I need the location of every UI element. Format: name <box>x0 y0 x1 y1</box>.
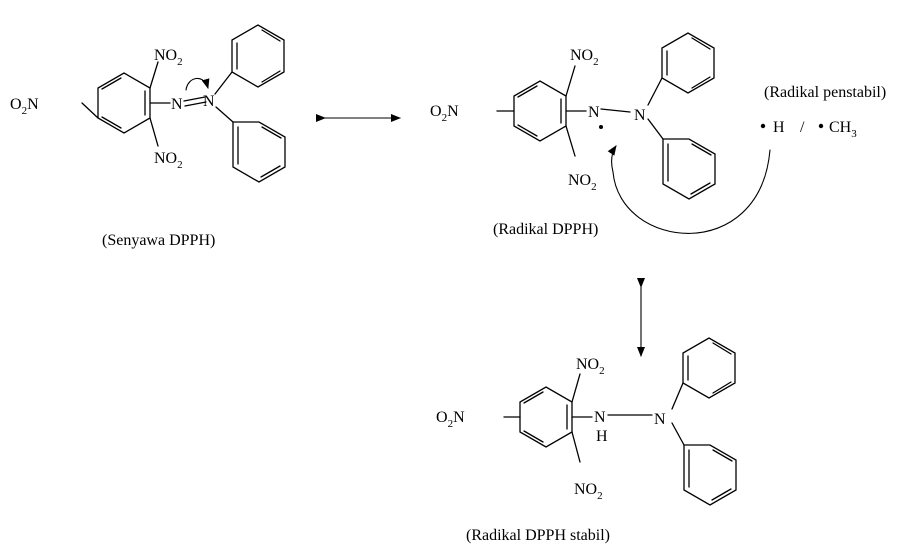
nh-n-label: N <box>594 409 606 426</box>
picryl-ring <box>97 72 151 134</box>
amine-n-label: N <box>634 107 646 124</box>
phenyl-ring-bottom <box>683 444 737 506</box>
ch3-radical-label: CH3 <box>829 119 857 140</box>
picryl-ring <box>513 80 567 142</box>
phenyl-ring-bottom <box>662 138 716 200</box>
no2-top-label: NO2 <box>576 356 605 377</box>
caption-senyawa-dpph: (Senyawa DPPH) <box>102 232 215 249</box>
radical-electron-dot <box>599 125 603 129</box>
h-radical-dot <box>760 123 766 129</box>
no2-top-label: NO2 <box>570 47 599 68</box>
caption-radikal-dpph: (Radikal DPPH) <box>493 221 598 238</box>
azo-n1-label: N <box>171 96 183 113</box>
molecule-senyawa-dpph: NO2 NO2 O2N N N (Senyawa DPPH) <box>10 24 286 249</box>
phenyl-ring-top <box>682 337 736 399</box>
o2n-label: O2N <box>10 96 39 117</box>
slash-separator: / <box>800 119 805 136</box>
nh-h-label: H <box>596 428 608 445</box>
radical-n-label: N <box>588 104 600 121</box>
no2-bottom-label: NO2 <box>154 150 183 171</box>
molecule-radikal-dpph-stabil: NO2 NO2 O2N N H N (Radikal DPPH stabil) <box>436 337 737 544</box>
h-radical-label: H <box>773 119 785 136</box>
azo-n2-label: N <box>203 93 215 110</box>
caption-radikal-penstabil: (Radikal penstabil) <box>764 84 886 101</box>
stabilizer-curved-arrow <box>607 145 771 234</box>
o2n-label: O2N <box>436 409 465 430</box>
amine-n-label: N <box>654 411 666 428</box>
electron-push-arrow <box>185 77 210 91</box>
phenyl-ring-top <box>661 32 715 94</box>
no2-bottom-label: NO2 <box>568 172 597 193</box>
ch3-radical-dot <box>818 123 824 129</box>
stabilizer-group: (Radikal penstabil) H / CH3 <box>760 84 886 140</box>
o2n-label: O2N <box>430 103 459 124</box>
molecule-radikal-dpph: NO2 NO2 O2N N N (Radikal DPPH) <box>430 32 716 238</box>
caption-radikal-dpph-stabil: (Radikal DPPH stabil) <box>466 527 610 544</box>
no2-bottom-label: NO2 <box>574 481 603 502</box>
phenyl-ring-bottom <box>232 121 286 183</box>
no2-top-label: NO2 <box>154 47 183 68</box>
phenyl-ring-top <box>231 24 285 88</box>
picryl-ring <box>519 386 573 448</box>
